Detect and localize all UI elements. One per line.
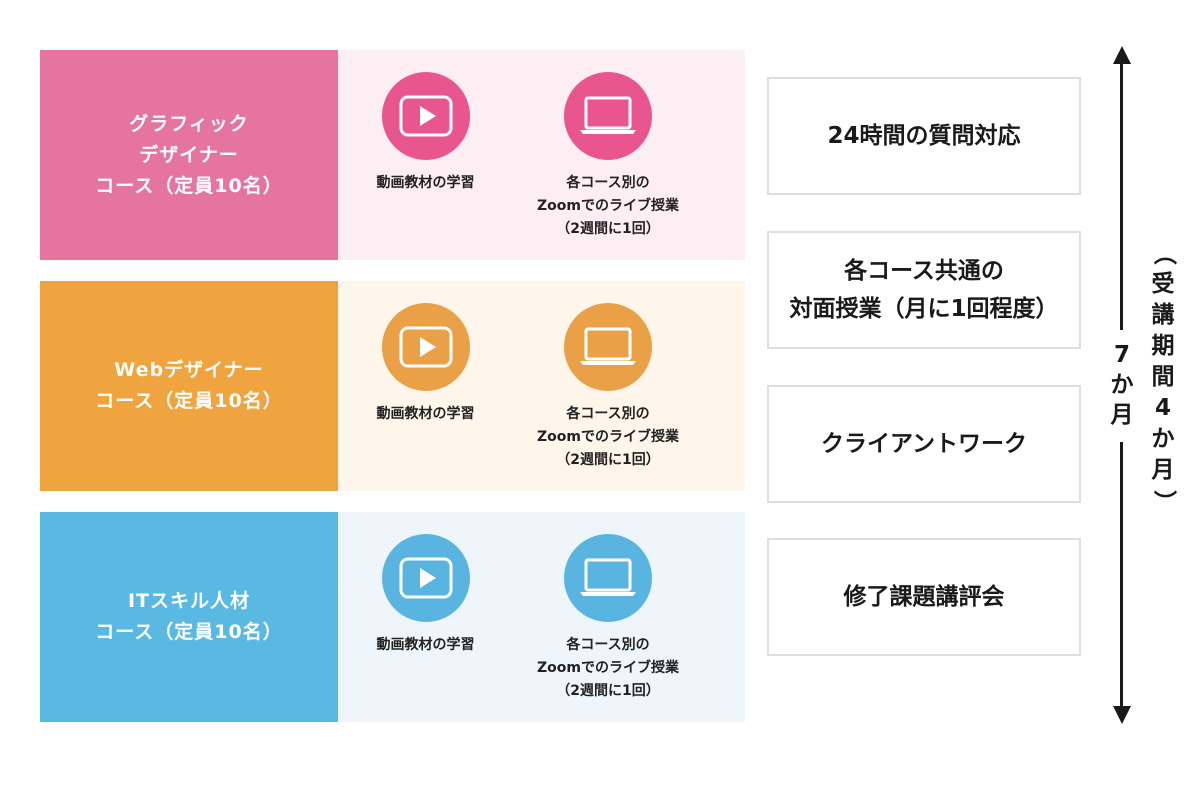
arrow-up-icon: [1112, 46, 1131, 64]
zoom-label-line: Zoomでのライブ授業: [537, 429, 679, 445]
program-text: 修了課題講評会: [843, 584, 1005, 610]
program-box-in-person: 各コース共通の 対面授業（月に1回程度）: [767, 231, 1081, 349]
program-text: 対面授業（月に1回程度）: [789, 296, 1059, 322]
laptop-icon: [564, 303, 652, 391]
zoom-label-line: 各コース別の: [566, 406, 650, 422]
course-name-it: ITスキル人材 コース（定員10名）: [40, 512, 338, 722]
course-row-it: ITスキル人材 コース（定員10名） 動画教材の学習 各コース別の Zoomでの…: [40, 512, 745, 722]
feature-zoom: 各コース別の Zoomでのライブ授業 （2週間に1回）: [508, 534, 708, 703]
arrow-down-icon: [1112, 706, 1131, 724]
duration-char: 月: [1110, 402, 1134, 428]
zoom-label-line: （2週間に1回）: [556, 221, 660, 237]
zoom-label-line: （2週間に1回）: [556, 683, 660, 699]
duration-total-label: 7 か 月: [1106, 340, 1138, 430]
feature-video: 動画教材の学習: [338, 303, 513, 426]
course-name-web: Webデザイナー コース（定員10名）: [40, 281, 338, 491]
course-content-web: 動画教材の学習 各コース別の Zoomでのライブ授業 （2週間に1回）: [338, 281, 745, 491]
duration-char: か: [1110, 372, 1134, 398]
course-name-line: ITスキル人材: [127, 590, 251, 612]
course-name-line: グラフィック: [129, 112, 249, 135]
period-char: 間: [1151, 364, 1175, 390]
feature-zoom: 各コース別の Zoomでのライブ授業 （2週間に1回）: [508, 303, 708, 472]
laptop-icon: [564, 534, 652, 622]
program-text: 24時間の質問対応: [827, 123, 1021, 149]
duration-arrow-line-top: [1120, 60, 1123, 330]
zoom-label: 各コース別の Zoomでのライブ授業 （2週間に1回）: [537, 634, 679, 703]
course-row-web: Webデザイナー コース（定員10名） 動画教材の学習 各コース別の Zoomで…: [40, 281, 745, 491]
period-char: ）: [1150, 490, 1177, 513]
duration-char: 7: [1113, 342, 1130, 368]
duration-arrow-line-bottom: [1120, 442, 1123, 712]
video-label: 動画教材の学習: [376, 406, 475, 422]
program-box-final-review: 修了課題講評会: [767, 538, 1081, 656]
zoom-label-line: （2週間に1回）: [556, 452, 660, 468]
course-name-line: デザイナー: [139, 143, 239, 166]
program-box-support: 24時間の質問対応: [767, 77, 1081, 195]
feature-zoom: 各コース別の Zoomでのライブ授業 （2週間に1回）: [508, 72, 708, 241]
zoom-label-line: Zoomでのライブ授業: [537, 660, 679, 676]
play-icon: [381, 72, 470, 160]
period-char: 講: [1151, 302, 1175, 328]
laptop-icon: [564, 72, 652, 160]
course-content-it: 動画教材の学習 各コース別の Zoomでのライブ授業 （2週間に1回）: [338, 512, 745, 722]
program-box-client-work: クライアントワーク: [767, 385, 1081, 503]
zoom-label: 各コース別の Zoomでのライブ授業 （2週間に1回）: [537, 403, 679, 472]
zoom-label-line: 各コース別の: [566, 637, 650, 653]
program-text: 各コース共通の: [844, 258, 1004, 284]
period-char: （: [1150, 242, 1177, 265]
course-period-label: （ 受 講 期 間 4 か 月 ）: [1146, 238, 1180, 517]
period-char: 期: [1151, 333, 1175, 359]
program-text: クライアントワーク: [820, 431, 1028, 457]
period-char: 受: [1151, 271, 1175, 297]
course-name-line: コース（定員10名）: [95, 174, 283, 197]
zoom-label-line: Zoomでのライブ授業: [537, 198, 679, 214]
course-name-line: コース（定員10名）: [95, 390, 283, 412]
period-char: 月: [1151, 457, 1175, 483]
feature-video: 動画教材の学習: [338, 534, 513, 657]
course-name-line: Webデザイナー: [114, 359, 264, 381]
video-label: 動画教材の学習: [376, 175, 475, 191]
period-char: か: [1151, 426, 1175, 452]
play-icon: [381, 534, 470, 622]
feature-video: 動画教材の学習: [338, 72, 513, 195]
course-row-graphic: グラフィック デザイナー コース（定員10名） 動画教材の学習 各コース別の Z…: [40, 50, 745, 260]
course-name-line: コース（定員10名）: [95, 621, 283, 643]
course-name-graphic: グラフィック デザイナー コース（定員10名）: [40, 50, 338, 260]
play-icon: [381, 303, 470, 391]
zoom-label-line: 各コース別の: [566, 175, 650, 191]
course-content-graphic: 動画教材の学習 各コース別の Zoomでのライブ授業 （2週間に1回）: [338, 50, 745, 260]
zoom-label: 各コース別の Zoomでのライブ授業 （2週間に1回）: [537, 172, 679, 241]
video-label: 動画教材の学習: [376, 637, 475, 653]
period-char: 4: [1154, 395, 1171, 421]
